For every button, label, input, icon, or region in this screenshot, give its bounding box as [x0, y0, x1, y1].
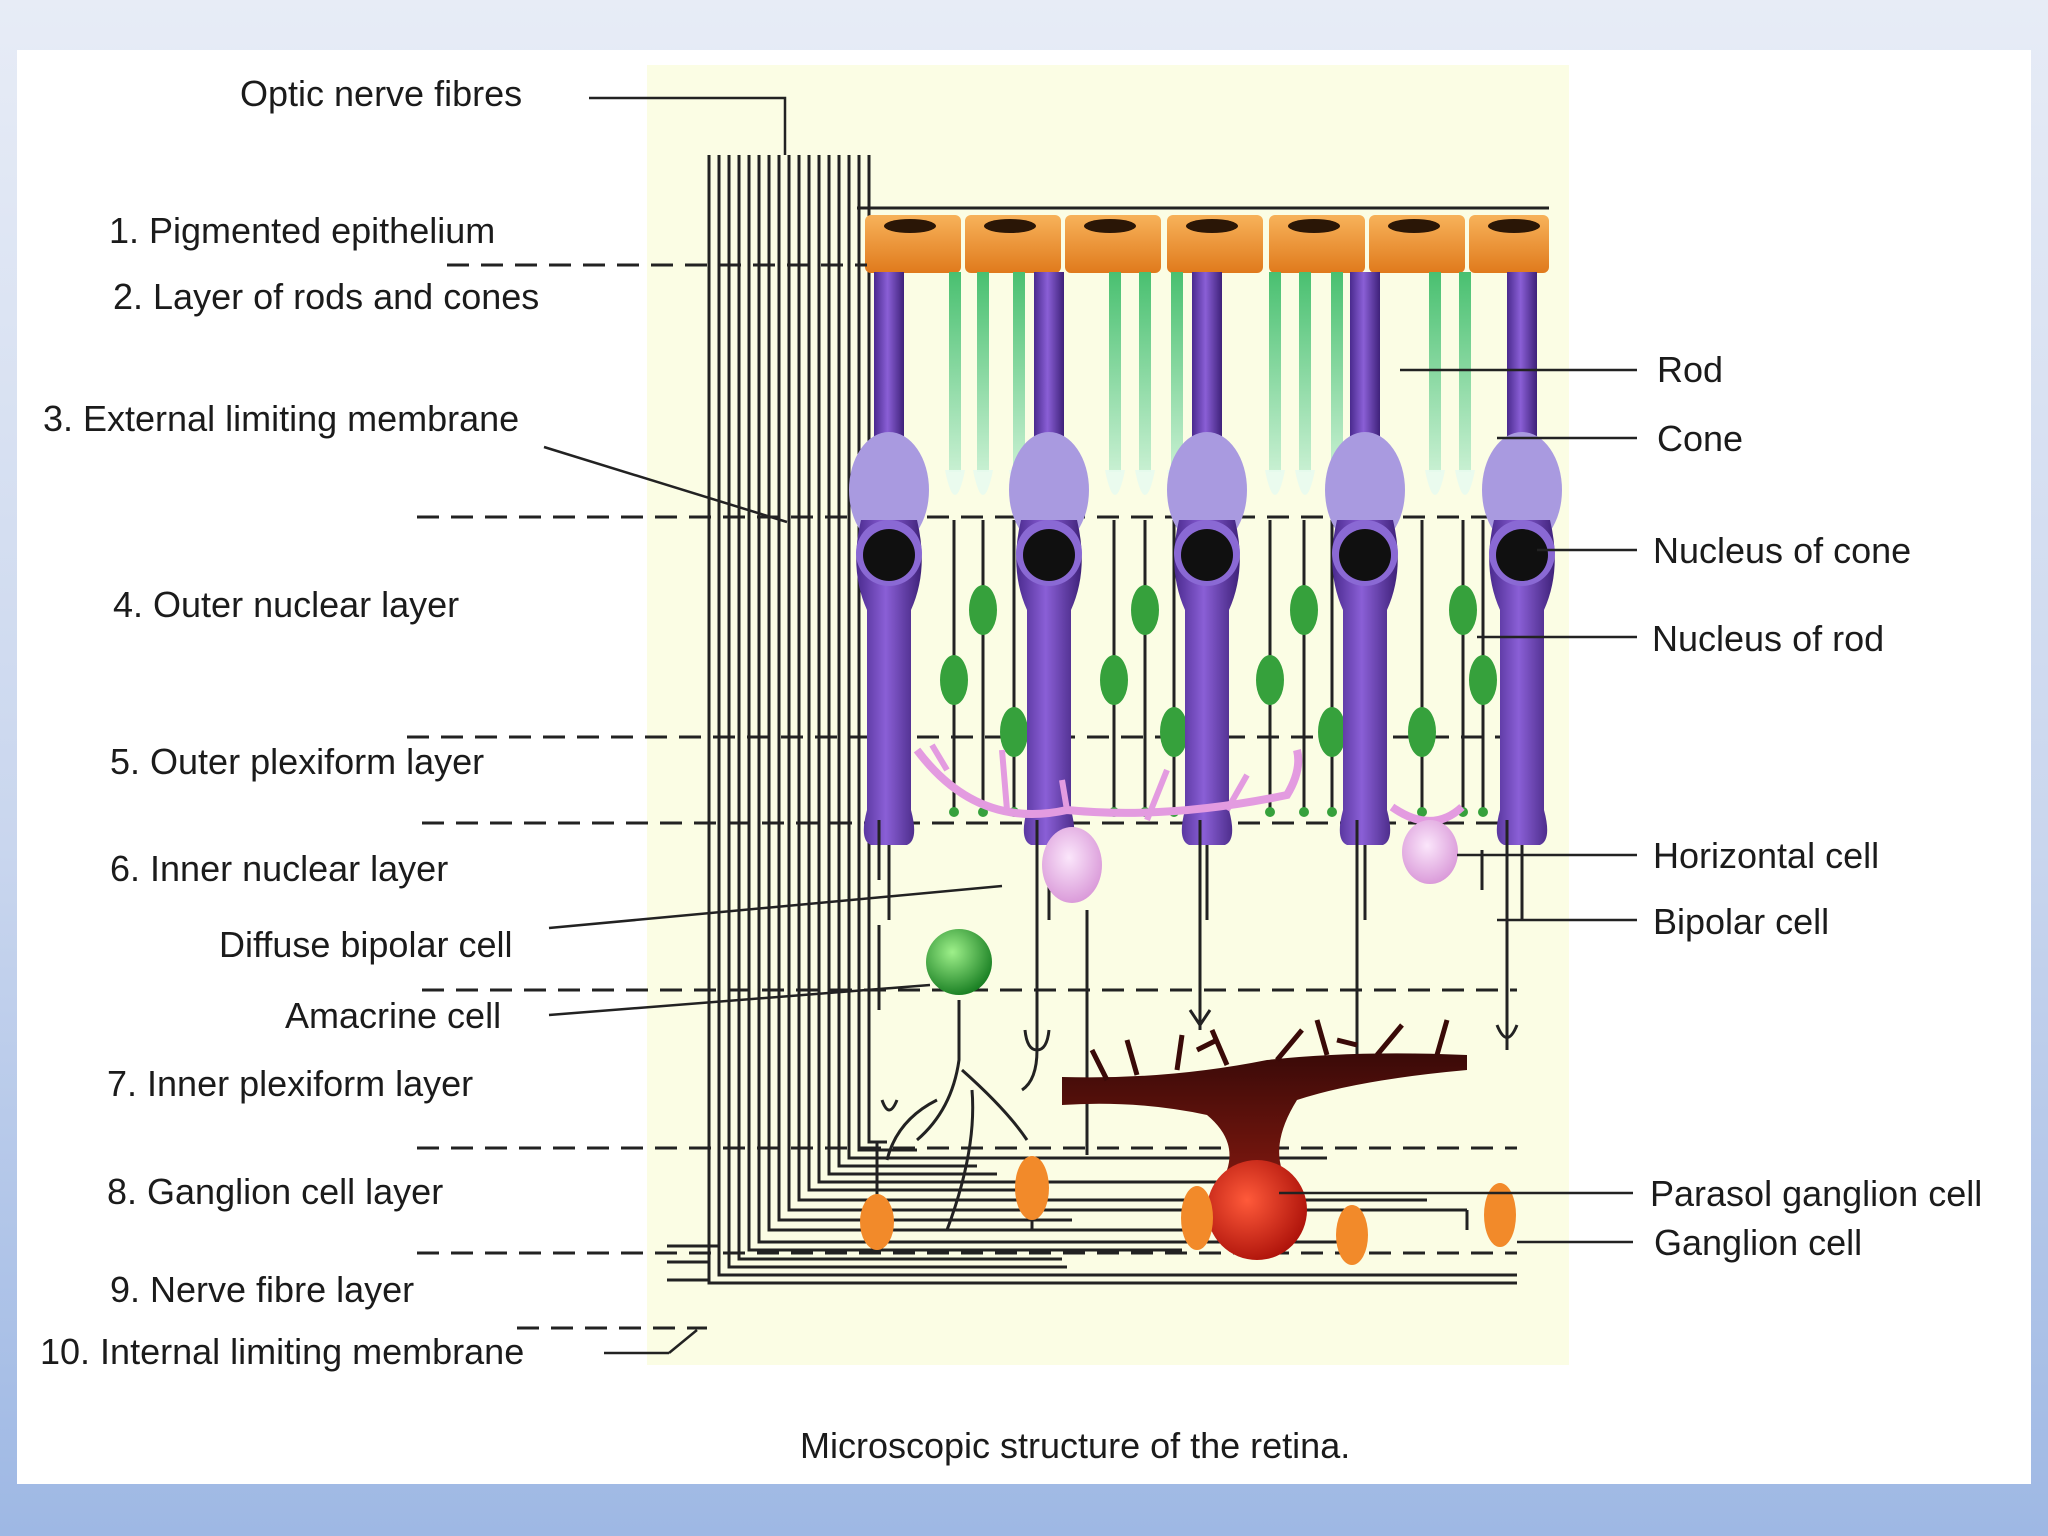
rod-nucleus: [940, 520, 968, 817]
rod-nucleus: [1408, 520, 1436, 817]
label-inner-plexiform-layer: 7. Inner plexiform layer: [107, 1063, 474, 1104]
slide-panel: Optic nerve fibres 1. Pigmented epitheli…: [17, 50, 2031, 1484]
retina-diagram: [407, 65, 1637, 1365]
pigment-cell: [1065, 215, 1161, 273]
label-horizontal-cell: Horizontal cell: [1653, 835, 1880, 876]
label-nucleus-of-rod: Nucleus of rod: [1652, 618, 1885, 659]
cone: [1009, 272, 1089, 920]
label-optic-nerve-fibres: Optic nerve fibres: [240, 73, 523, 114]
pigment-cell: [1469, 215, 1549, 273]
rod-nucleus: [1256, 520, 1284, 817]
pigment-cell: [1269, 215, 1365, 273]
label-inner-nuclear-layer: 6. Inner nuclear layer: [110, 848, 449, 889]
label-ganglion-cell: Ganglion cell: [1654, 1222, 1863, 1263]
label-internal-limiting-membrane: 10. Internal limiting membrane: [40, 1331, 525, 1372]
rod: [1425, 272, 1445, 495]
rod: [1135, 272, 1155, 495]
cone: [1482, 272, 1562, 920]
pigment-cell: [1369, 215, 1465, 273]
cone: [849, 272, 929, 920]
label-nerve-fibre-layer: 9. Nerve fibre layer: [110, 1269, 415, 1310]
label-rod: Rod: [1657, 349, 1724, 390]
rod: [1295, 272, 1315, 495]
label-bipolar-cell: Bipolar cell: [1653, 901, 1830, 942]
rod: [945, 272, 965, 495]
label-external-limiting-membrane: 3. External limiting membrane: [43, 398, 520, 439]
cone: [1325, 272, 1405, 920]
ganglion-cells: [860, 1156, 1516, 1265]
label-nucleus-of-cone: Nucleus of cone: [1653, 530, 1912, 571]
rod-nucleus: [1290, 520, 1318, 817]
label-outer-plexiform-layer: 5. Outer plexiform layer: [110, 741, 485, 782]
horizontal-cells: [913, 743, 1465, 903]
label-ganglion-cell-layer: 8. Ganglion cell layer: [107, 1171, 444, 1212]
figure-caption: Microscopic structure of the retina.: [800, 1425, 1351, 1466]
cones: [849, 272, 1562, 920]
rod-nucleus: [1318, 520, 1346, 817]
label-diffuse-bipolar-cell: Diffuse bipolar cell: [219, 924, 513, 965]
label-rods-and-cones: 2. Layer of rods and cones: [113, 276, 540, 317]
label-outer-nuclear-layer: 4. Outer nuclear layer: [113, 584, 460, 625]
pigmented-epithelium: [865, 215, 1549, 273]
label-cone: Cone: [1657, 418, 1744, 459]
cone: [1167, 272, 1247, 920]
rod-nucleus: [969, 520, 997, 817]
rod-nucleus: [1469, 520, 1497, 817]
parasol-ganglion-cell: [1062, 1019, 1467, 1260]
rod: [1455, 272, 1475, 495]
pigment-cell: [965, 215, 1061, 273]
leader-lines: [543, 96, 1637, 1355]
pigment-cell: [1167, 215, 1263, 273]
rods: [945, 272, 1475, 495]
layer-boundaries: [407, 263, 1537, 1330]
label-pigmented-epithelium: 1. Pigmented epithelium: [109, 210, 496, 251]
rod: [1265, 272, 1285, 495]
pigment-cell: [865, 215, 961, 273]
label-parasol-ganglion-cell: Parasol ganglion cell: [1650, 1173, 1983, 1214]
rod-nucleus: [1449, 520, 1477, 817]
rod: [1105, 272, 1125, 495]
amacrine-cell: [885, 929, 1029, 1231]
rod: [973, 272, 993, 495]
label-amacrine-cell: Amacrine cell: [285, 995, 502, 1036]
